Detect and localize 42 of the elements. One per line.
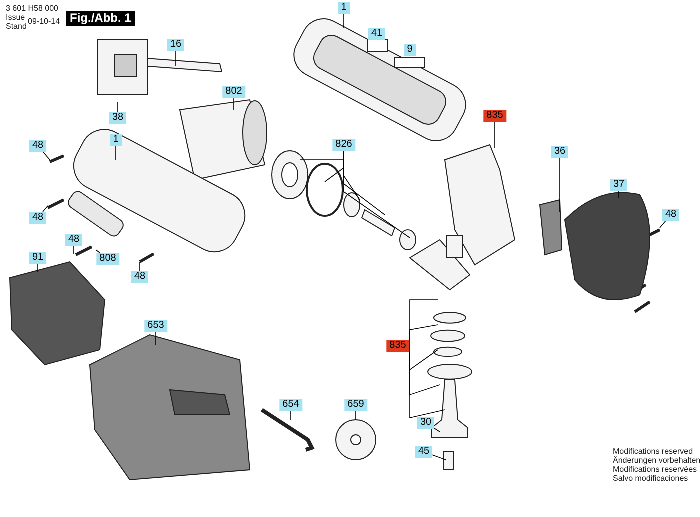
callout-number: 16 bbox=[167, 39, 185, 51]
leader-line bbox=[96, 250, 100, 254]
leader-line bbox=[42, 206, 48, 212]
callout-number: 48 bbox=[65, 234, 83, 246]
callout-number: 1 bbox=[110, 134, 122, 146]
leader-line bbox=[618, 190, 620, 198]
leader-line bbox=[42, 152, 50, 160]
leader-line bbox=[290, 410, 292, 420]
callout-number: 48 bbox=[29, 140, 47, 152]
callout-number: 91 bbox=[29, 252, 47, 264]
callout-number: 30 bbox=[417, 417, 435, 429]
note-text: Änderungen vorbehalten bbox=[613, 456, 700, 465]
leader-line bbox=[432, 454, 446, 460]
callout-number: 808 bbox=[96, 253, 120, 265]
callout-number: 48 bbox=[662, 209, 680, 221]
callout-number: 1 bbox=[338, 2, 350, 14]
callout-number: 45 bbox=[415, 446, 433, 458]
callout-number: 654 bbox=[280, 399, 302, 411]
figure-label: Fig./Abb. 1 bbox=[66, 11, 136, 26]
callout-number: 9 bbox=[404, 44, 416, 56]
issue-date: 09-10-14 bbox=[28, 17, 60, 26]
callout-number: 802 bbox=[222, 86, 246, 98]
callout-number: 835 bbox=[484, 110, 506, 122]
leader-line bbox=[408, 324, 438, 346]
part-number: 3 601 H58 000 bbox=[6, 4, 58, 13]
note-text: Modifications reservées bbox=[613, 465, 698, 474]
callout-number: 37 bbox=[610, 179, 628, 191]
callout-number: 659 bbox=[344, 399, 368, 411]
leader-line bbox=[408, 346, 446, 418]
note-text: Modifications reserved bbox=[613, 447, 694, 456]
callout-number: 826 bbox=[332, 139, 356, 151]
leader-line bbox=[660, 220, 666, 228]
callout-number: 41 bbox=[368, 28, 386, 40]
leader-line bbox=[494, 122, 496, 148]
callout-number: 48 bbox=[131, 271, 149, 283]
callout-number: 38 bbox=[109, 112, 127, 124]
callout-number: 36 bbox=[551, 146, 569, 158]
callout-number: 653 bbox=[144, 320, 168, 332]
callout-number: 835 bbox=[386, 340, 410, 352]
note-text: Salvo modificaciones bbox=[613, 474, 688, 483]
callout-number: 48 bbox=[29, 212, 47, 224]
leader-line bbox=[434, 428, 440, 432]
